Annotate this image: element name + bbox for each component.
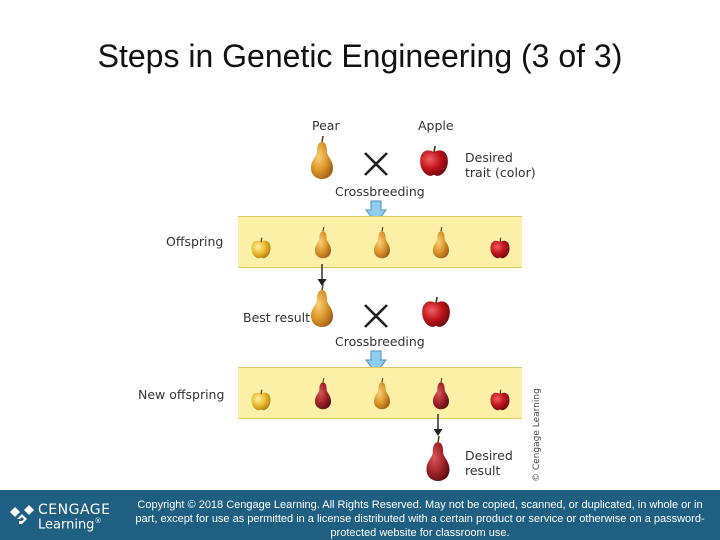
pear-icon [430,227,452,259]
logo-wordmark: CENGAGE [38,502,111,518]
cross-icon [364,304,388,328]
apple-label: Apple [418,118,454,133]
best-result-label: Best result [243,310,311,325]
desired-trait-label-line2: trait (color) [465,165,536,180]
pear-icon [371,378,393,410]
logo-subtitle: Learning® [38,517,102,533]
apple-icon [418,145,450,177]
pear-label: Pear [312,118,340,133]
down-arrow-icon [317,264,327,286]
red-apple-icon [489,389,511,411]
desired-result-label-line1: Desired [465,448,513,463]
crossbreeding-label: Crossbreeding [335,334,425,349]
yellow-apple-icon [250,389,272,411]
red-pear-icon [430,378,452,410]
down-arrow-icon [365,350,387,374]
new-offspring-label: New offspring [138,387,225,402]
desired-result-label-line2: result [465,463,501,478]
apple-icon [420,296,452,328]
slide-title: Steps in Genetic Engineering (3 of 3) [97,38,623,74]
offspring-label: Offspring [166,234,224,249]
image-credit: © Cengage Learning [532,388,542,482]
cengage-logo-icon [10,505,34,524]
copyright-notice: Copyright © 2018 Cengage Learning. All R… [135,499,705,539]
pear-icon [306,284,338,328]
pear-icon [371,227,393,259]
footer-bar: CENGAGE Learning® Copyright © 2018 Cenga… [0,490,720,540]
yellow-apple-icon [250,237,272,259]
desired-trait-label-line1: Desired [465,150,513,165]
cross-icon [364,152,388,176]
red-pear-icon [312,378,334,410]
red-apple-icon [489,237,511,259]
pear-icon [312,227,334,259]
pear-icon [306,136,338,180]
down-arrow-icon [433,414,443,436]
red-pear-icon [422,436,454,482]
crossbreeding-label: Crossbreeding [335,184,425,199]
